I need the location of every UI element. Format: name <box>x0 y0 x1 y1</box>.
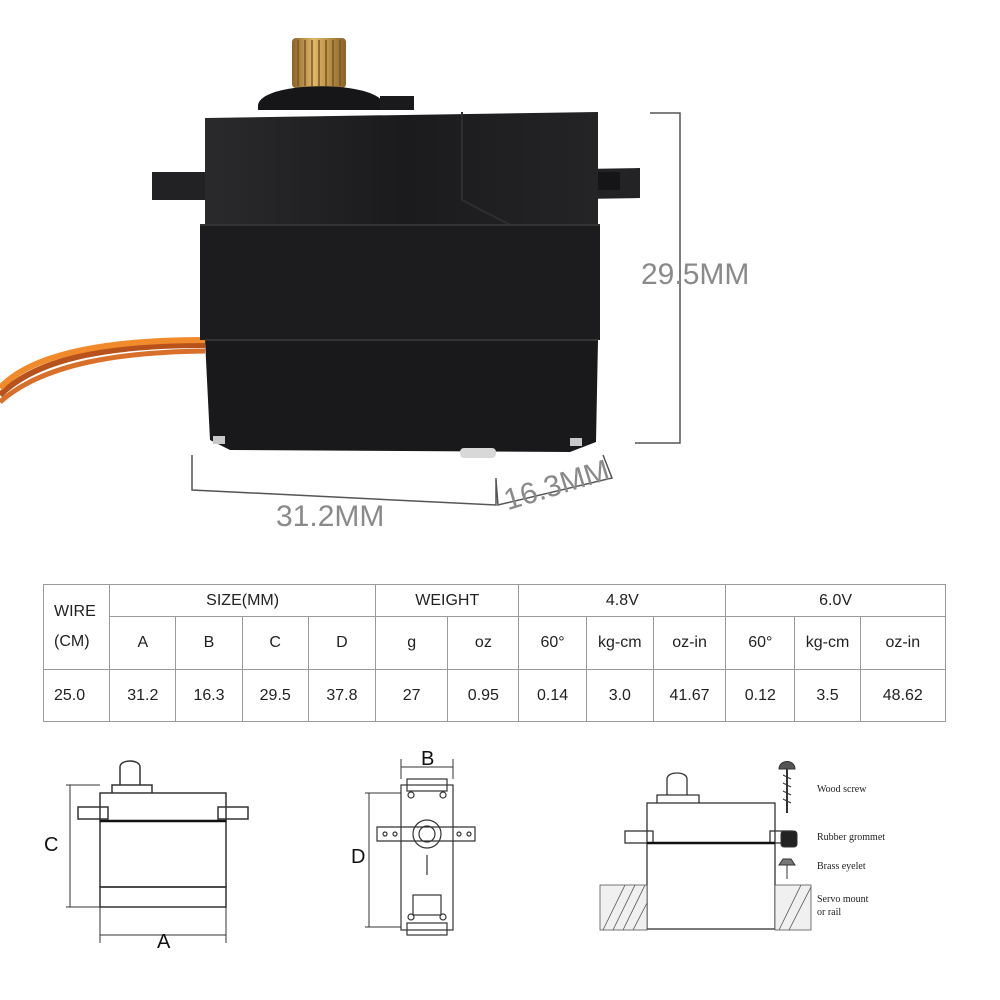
sub-header-c: C <box>241 616 309 670</box>
value-48-kgcm: 3.0 <box>585 669 654 722</box>
servo-photo <box>0 38 681 506</box>
label-wood-screw: Wood screw <box>817 784 867 795</box>
label-brass-eyelet: Brass eyelet <box>817 861 866 872</box>
sub-header-60-speed: 60° <box>725 616 796 670</box>
spec-table: WIRE (CM) SIZE(MM) WEIGHT 4.8V 6.0V A B … <box>42 584 947 722</box>
servo-top-boss <box>258 86 384 110</box>
screw-right <box>570 438 582 446</box>
servo-middle-case <box>200 225 600 340</box>
value-c: 29.5 <box>241 669 309 722</box>
weight-header: WEIGHT <box>375 584 520 617</box>
front-label-a: A <box>157 931 171 953</box>
sub-header-oz: oz <box>447 616 520 670</box>
value-48-speed: 0.14 <box>518 669 587 722</box>
value-wire: 25.0 <box>42 669 111 722</box>
top-view-drawing: B D <box>351 748 476 936</box>
width-dimension-label: 31.2MM <box>276 500 385 533</box>
value-oz: 0.95 <box>447 669 520 722</box>
height-dimension-label: 29.5MM <box>641 258 750 291</box>
value-d: 37.8 <box>307 669 377 722</box>
sub-header-a: A <box>109 616 177 670</box>
mount-tab-left <box>152 172 205 200</box>
sub-header-48-speed: 60° <box>518 616 587 670</box>
sub-header-48-kgcm: kg-cm <box>585 616 654 670</box>
front-label-c: C <box>44 834 58 856</box>
output-gear <box>292 38 346 88</box>
servo-upper-case <box>205 112 598 225</box>
value-b: 16.3 <box>175 669 243 722</box>
value-48-ozin: 41.67 <box>652 669 727 722</box>
value-g: 27 <box>375 669 449 722</box>
label-or-rail: or rail <box>817 907 841 918</box>
size-header: SIZE(MM) <box>109 584 377 617</box>
front-view-drawing: C A <box>44 760 249 953</box>
wire-header-line1: WIRE <box>54 603 96 620</box>
value-a: 31.2 <box>109 669 177 722</box>
screw-left <box>213 436 225 444</box>
servo-wire <box>0 337 206 404</box>
sub-header-d: D <box>307 616 377 670</box>
sub-header-48-ozin: oz-in <box>652 616 727 670</box>
sub-header-60-ozin: oz-in <box>859 616 947 670</box>
mount-hardware <box>778 761 798 879</box>
sub-header-b: B <box>175 616 243 670</box>
label-rubber-grommet: Rubber grommet <box>817 832 885 843</box>
value-60-kgcm: 3.5 <box>794 669 861 722</box>
dimension-lines <box>191 112 681 506</box>
label-servo-mount: Servo mount <box>817 894 869 905</box>
value-60-speed: 0.12 <box>725 669 796 722</box>
sub-header-60-kgcm: kg-cm <box>794 616 861 670</box>
sub-header-g: g <box>375 616 449 670</box>
voltage-48-header: 4.8V <box>518 584 727 617</box>
top-label-b: B <box>421 748 434 770</box>
voltage-60-header: 6.0V <box>725 584 946 617</box>
top-label-d: D <box>351 846 365 868</box>
screw-center <box>460 448 496 458</box>
wire-header-line2: (CM) <box>54 633 90 650</box>
mounting-diagram: Wood screw Rubber grommet Brass eyelet S… <box>599 761 885 931</box>
wire-header: WIRE (CM) <box>42 584 111 670</box>
servo-lower-case <box>205 340 598 452</box>
value-60-ozin: 48.62 <box>859 669 947 722</box>
